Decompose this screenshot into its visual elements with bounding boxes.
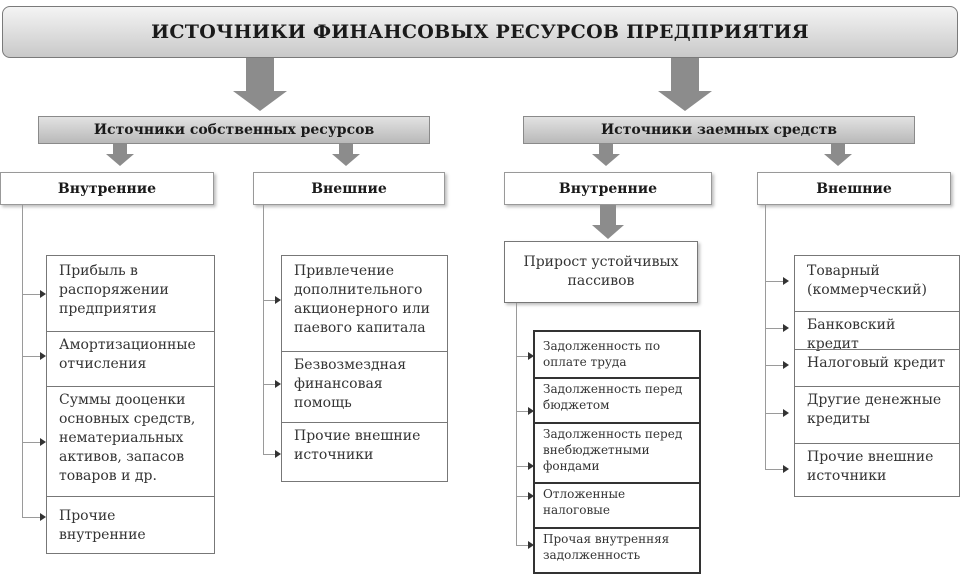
connector-arrowhead bbox=[783, 465, 789, 473]
connector-tick bbox=[765, 413, 785, 414]
connector-tick bbox=[765, 328, 785, 329]
borrowed-sources-header: Источники заемных средств bbox=[523, 116, 915, 144]
connector-tick bbox=[765, 365, 785, 366]
arrow-own-internal-icon bbox=[113, 144, 127, 154]
connector-arrowhead bbox=[40, 352, 46, 360]
list-item: Прочая внутренняя задолженность bbox=[535, 527, 699, 574]
growth-box: Прирост устойчивых пассивов bbox=[504, 241, 698, 303]
own-sources-header: Источники собственных ресурсов bbox=[38, 116, 430, 144]
borrowed-external-box: Внешние bbox=[757, 172, 951, 205]
connector-tick bbox=[765, 281, 785, 282]
connector-tick bbox=[22, 356, 42, 357]
list-item: Отложенные налоговые bbox=[535, 482, 699, 527]
connector-tick bbox=[22, 442, 42, 443]
connector-arrowhead bbox=[783, 361, 789, 369]
borrowed-internal-list: Задолженность по оплате труда Задолженно… bbox=[533, 330, 701, 574]
borrowed-external-list: Товарный (коммерческий) Банковский креди… bbox=[794, 255, 960, 497]
list-item: Прибыль в распоряжении предприятия bbox=[59, 263, 169, 317]
list-item: Прочие внешние источники bbox=[282, 422, 447, 483]
connector-own-external bbox=[263, 205, 264, 455]
list-item: Суммы дооценки основных средств, нематер… bbox=[47, 386, 214, 496]
connector-arrowhead bbox=[528, 462, 534, 470]
list-item: Безвозмездная финансовая помощь bbox=[282, 351, 447, 422]
list-item: Прочие внешние источники bbox=[795, 443, 959, 498]
connector-tick bbox=[22, 294, 42, 295]
connector-arrowhead bbox=[275, 380, 281, 388]
list-item: Задолженность перед бюджетом bbox=[535, 377, 699, 422]
connector-arrowhead bbox=[528, 492, 534, 500]
connector-arrowhead bbox=[40, 290, 46, 298]
list-item: Банковский кредит bbox=[795, 311, 959, 352]
connector-borrowed-internal bbox=[516, 303, 517, 545]
connector-arrowhead bbox=[783, 324, 789, 332]
arrow-to-borrowed-head bbox=[658, 91, 712, 111]
connector-arrowhead bbox=[783, 409, 789, 417]
connector-arrowhead bbox=[275, 450, 281, 458]
connector-tick bbox=[263, 300, 277, 301]
arrow-own-external-icon bbox=[339, 144, 353, 154]
connector-tick bbox=[516, 496, 530, 497]
connector-tick bbox=[516, 356, 530, 357]
list-item: Налоговый кредит bbox=[795, 349, 959, 386]
connector-arrowhead bbox=[528, 407, 534, 415]
arrow-to-own-head bbox=[233, 91, 287, 111]
diagram-title: ИСТОЧНИКИ ФИНАНСОВЫХ РЕСУРСОВ ПРЕДПРИЯТИ… bbox=[2, 6, 958, 58]
connector-arrowhead bbox=[275, 296, 281, 304]
arrow-to-growth-head bbox=[592, 225, 624, 239]
connector-arrowhead bbox=[783, 277, 789, 285]
connector-tick bbox=[516, 545, 530, 546]
arrow-to-borrowed-icon bbox=[671, 58, 699, 91]
borrowed-internal-box: Внутренние bbox=[504, 172, 712, 205]
connector-own-internal bbox=[22, 205, 23, 518]
list-item: Товарный (коммерческий) bbox=[807, 263, 927, 298]
connector-tick bbox=[263, 384, 277, 385]
arrow-to-own-icon bbox=[246, 58, 274, 91]
connector-tick bbox=[765, 469, 785, 470]
list-item: Прочие внутренние bbox=[47, 496, 214, 555]
own-external-list: Привлечение дополнительного акционерного… bbox=[281, 255, 448, 482]
list-item: Задолженность по оплате труда bbox=[543, 339, 661, 369]
arrow-own-external-head bbox=[332, 154, 360, 166]
arrow-borrowed-internal-icon bbox=[599, 144, 613, 154]
own-internal-box: Внутренние bbox=[0, 172, 214, 205]
connector-tick bbox=[516, 466, 530, 467]
arrow-borrowed-internal-head bbox=[592, 154, 620, 166]
list-item: Привлечение дополнительного акционерного… bbox=[294, 263, 430, 336]
arrow-own-internal-head bbox=[106, 154, 134, 166]
connector-tick bbox=[263, 454, 277, 455]
connector-tick bbox=[516, 411, 530, 412]
own-internal-list: Прибыль в распоряжении предприятия Аморт… bbox=[46, 255, 215, 554]
connector-arrowhead bbox=[528, 541, 534, 549]
arrow-borrowed-external-icon bbox=[831, 144, 845, 154]
connector-tick bbox=[22, 517, 42, 518]
list-item: Амортизационные отчисления bbox=[47, 331, 214, 386]
arrow-to-growth-icon bbox=[600, 205, 616, 225]
connector-arrowhead bbox=[40, 513, 46, 521]
arrow-borrowed-external-head bbox=[824, 154, 852, 166]
list-item: Другие денежные кредиты bbox=[795, 386, 959, 443]
connector-arrowhead bbox=[528, 352, 534, 360]
connector-arrowhead bbox=[40, 438, 46, 446]
list-item: Задолженность перед внебюджетными фондам… bbox=[535, 422, 699, 482]
own-external-box: Внешние bbox=[253, 172, 445, 205]
connector-borrowed-external bbox=[765, 205, 766, 470]
